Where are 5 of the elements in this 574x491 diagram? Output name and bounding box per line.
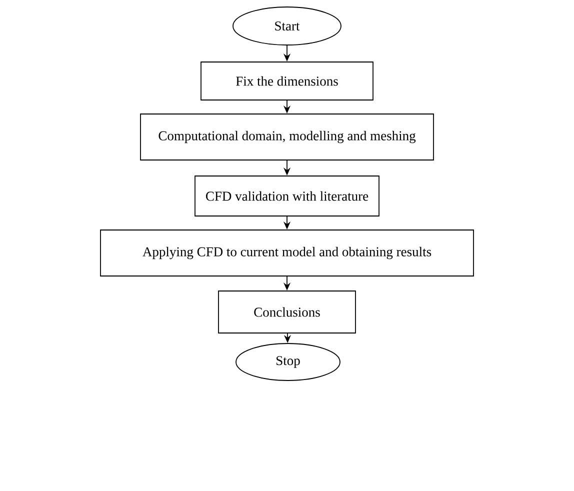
process-box: Computational domain, modelling and meshing: [140, 114, 434, 160]
process-box: CFD validation with literature: [194, 176, 380, 216]
process-box: Conclusions: [218, 290, 356, 334]
process-box: Fix the dimensions: [200, 62, 374, 100]
process-box: Applying CFD to current model and obtaining results: [100, 230, 474, 276]
